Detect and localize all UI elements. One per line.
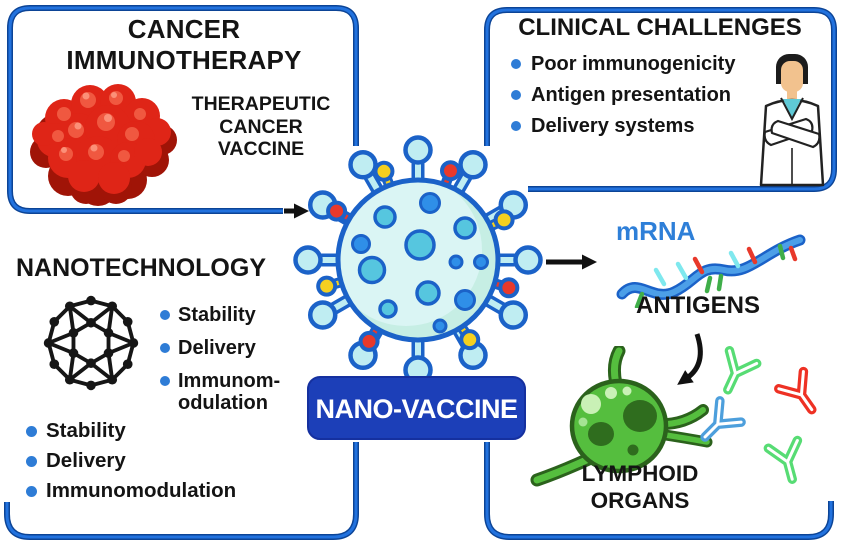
list-item-label: Stability [46,419,126,442]
bullet-dot-icon [26,426,37,437]
nanotech-side-list: Stability Delivery Immunom- odulation [160,304,280,414]
lymphoid-organs-label: LYMPHOID ORGANS [581,461,699,513]
clinical-challenges-title: CLINICAL CHALLENGES [518,14,802,41]
antigens-label: ANTIGENS [636,292,761,319]
antibodies-group [700,346,817,484]
nanotechnology-box-border [4,442,359,540]
lymphoid-organ-icon [530,346,713,487]
list-item: Delivery systems [511,114,735,138]
bullet-dot-icon [26,456,37,467]
list-item: Delivery [160,337,280,359]
antibody-icon [763,435,803,484]
fullerene-icon [43,295,139,391]
arrow-antigens-to-lymphoid [677,333,703,385]
list-item: Poor immunogenicity [511,52,735,76]
list-item: Immunomodulation [26,480,236,502]
bullet-dot-icon [160,310,170,320]
nanotechnology-title: NANOTECHNOLOGY [16,254,266,282]
cancer-immunotherapy-title: CANCER IMMUNOTHERAPY [66,14,302,75]
antibody-icon [723,346,762,395]
lymphoid-box-border [484,442,834,540]
list-item: Stability [26,420,236,442]
list-item-label: Antigen presentation [531,84,732,106]
mrna-label: mRNA [616,216,696,246]
antibody-icon [700,396,746,442]
bullet-dot-icon [511,59,521,69]
list-item-label: Poor immunogenicity [531,53,736,75]
mrna-strand-icon [616,234,806,308]
bullet-dot-icon [160,376,170,386]
list-item-label: Delivery systems [531,115,695,137]
list-item: Stability [160,304,280,326]
list-item-label: Stability [178,304,256,326]
bullet-dot-icon [511,90,521,100]
tumor-icon [30,84,177,206]
nanotech-bottom-list: Stability Delivery Immunomodulation [26,420,236,502]
list-item-label: Immunomodulation [46,479,237,502]
nano-vaccine-virus-icon [293,135,543,385]
nano-vaccine-label: NANO-VACCINE [307,376,526,440]
list-item: Antigen presentation [511,83,735,107]
list-item: Immunom- odulation [160,370,280,414]
cancer-immunotherapy-box-border [7,5,359,214]
therapeutic-cancer-vaccine-label: THERAPEUTIC CANCER VACCINE [191,93,331,160]
clinical-challenges-list: Poor immunogenicity Antigen presentation… [511,52,735,138]
list-item-label: Immunom- odulation [178,370,281,414]
bullet-dot-icon [160,343,170,353]
list-item-label: Delivery [46,449,126,472]
antibody-icon [774,366,817,415]
clinical-challenges-box-border [484,7,837,192]
list-item: Delivery [26,450,236,472]
bullet-dot-icon [511,121,521,131]
doctor-icon [759,54,825,187]
list-item-label: Delivery [178,337,256,359]
bullet-dot-icon [26,486,37,497]
